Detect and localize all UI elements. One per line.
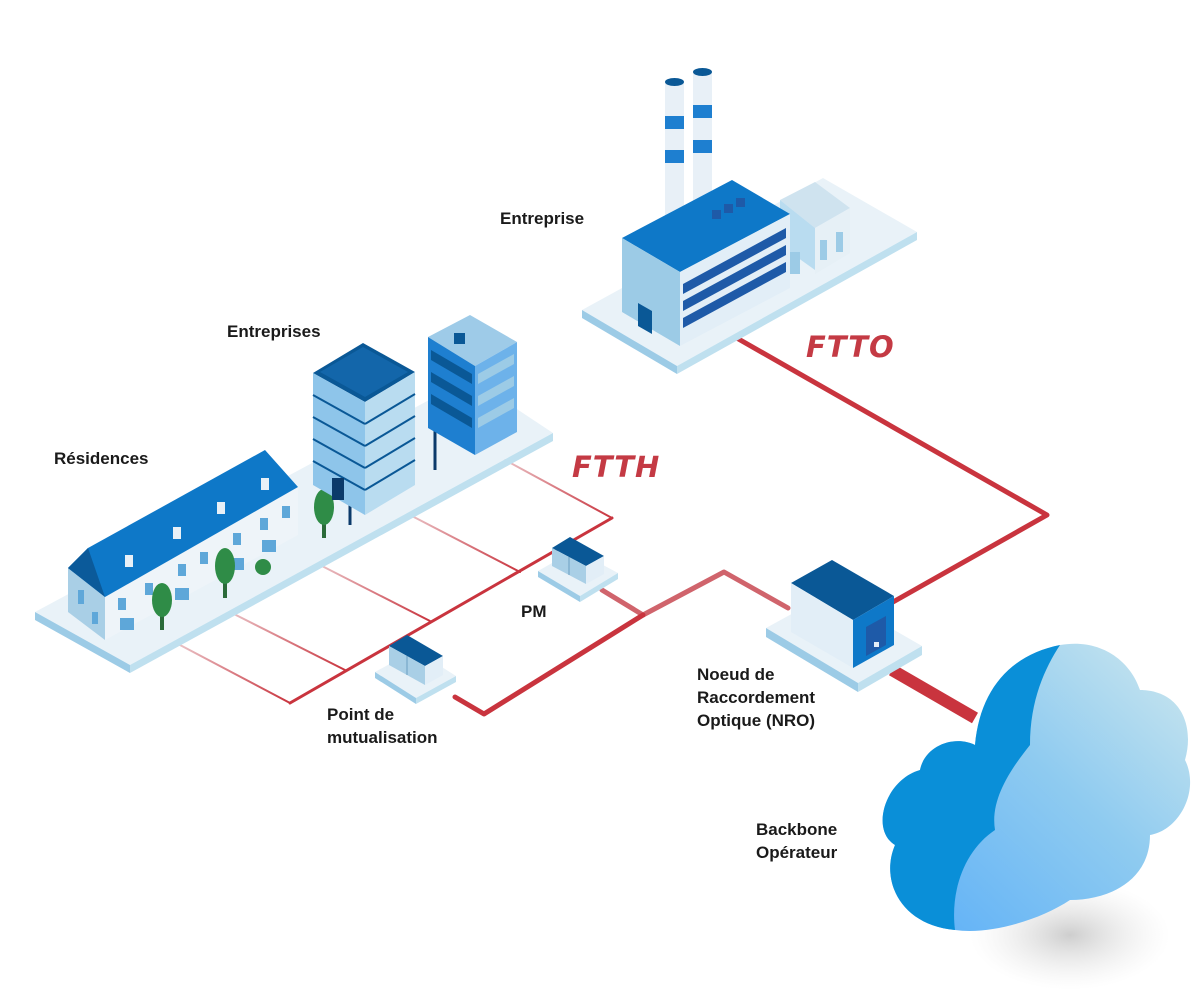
entreprise-label: Entreprise: [500, 209, 585, 228]
backbone-cloud: [882, 643, 1191, 990]
pm-label: PM: [521, 602, 547, 621]
office-tower-left: [312, 343, 416, 515]
residences-label: Résidences: [54, 449, 149, 468]
ftth-label: FTTH: [572, 450, 661, 484]
point-mutualisation-label-line-2: mutualisation: [327, 728, 438, 747]
backbone-label-line-1: Backbone: [756, 820, 838, 839]
backbone-link: [888, 664, 979, 724]
trees: [152, 489, 334, 630]
office-building-right: [428, 315, 517, 455]
ftto-fiber: [732, 334, 1050, 605]
entreprises-label: Entreprises: [227, 322, 321, 341]
backbone-label-line-2: Opérateur: [756, 843, 838, 862]
factory: [582, 68, 917, 374]
nro-label-line-2: Raccordement: [697, 688, 816, 707]
nro-building: [766, 560, 922, 692]
point-mutualisation-label-line-1: Point de: [327, 705, 395, 724]
nro-point-mutualisation-fiber: [452, 612, 646, 717]
chimneys: [665, 68, 712, 222]
city-block: [35, 315, 553, 673]
nro-pm-fiber: [599, 569, 791, 618]
pm-cabinet: [538, 537, 618, 602]
backbone-label: Backbone Opérateur: [756, 818, 837, 864]
point-mutualisation-label: Point de mutualisation: [327, 703, 438, 749]
nro-label-line-1: Noeud de: [697, 665, 775, 684]
ftto-label: FTTO: [806, 330, 895, 364]
residences-houses: [68, 450, 298, 640]
nro-label-line-3: Optique (NRO): [697, 711, 816, 730]
point-mutualisation-cabinet: [375, 635, 456, 704]
nro-label: Noeud de Raccordement Optique (NRO): [697, 663, 815, 732]
